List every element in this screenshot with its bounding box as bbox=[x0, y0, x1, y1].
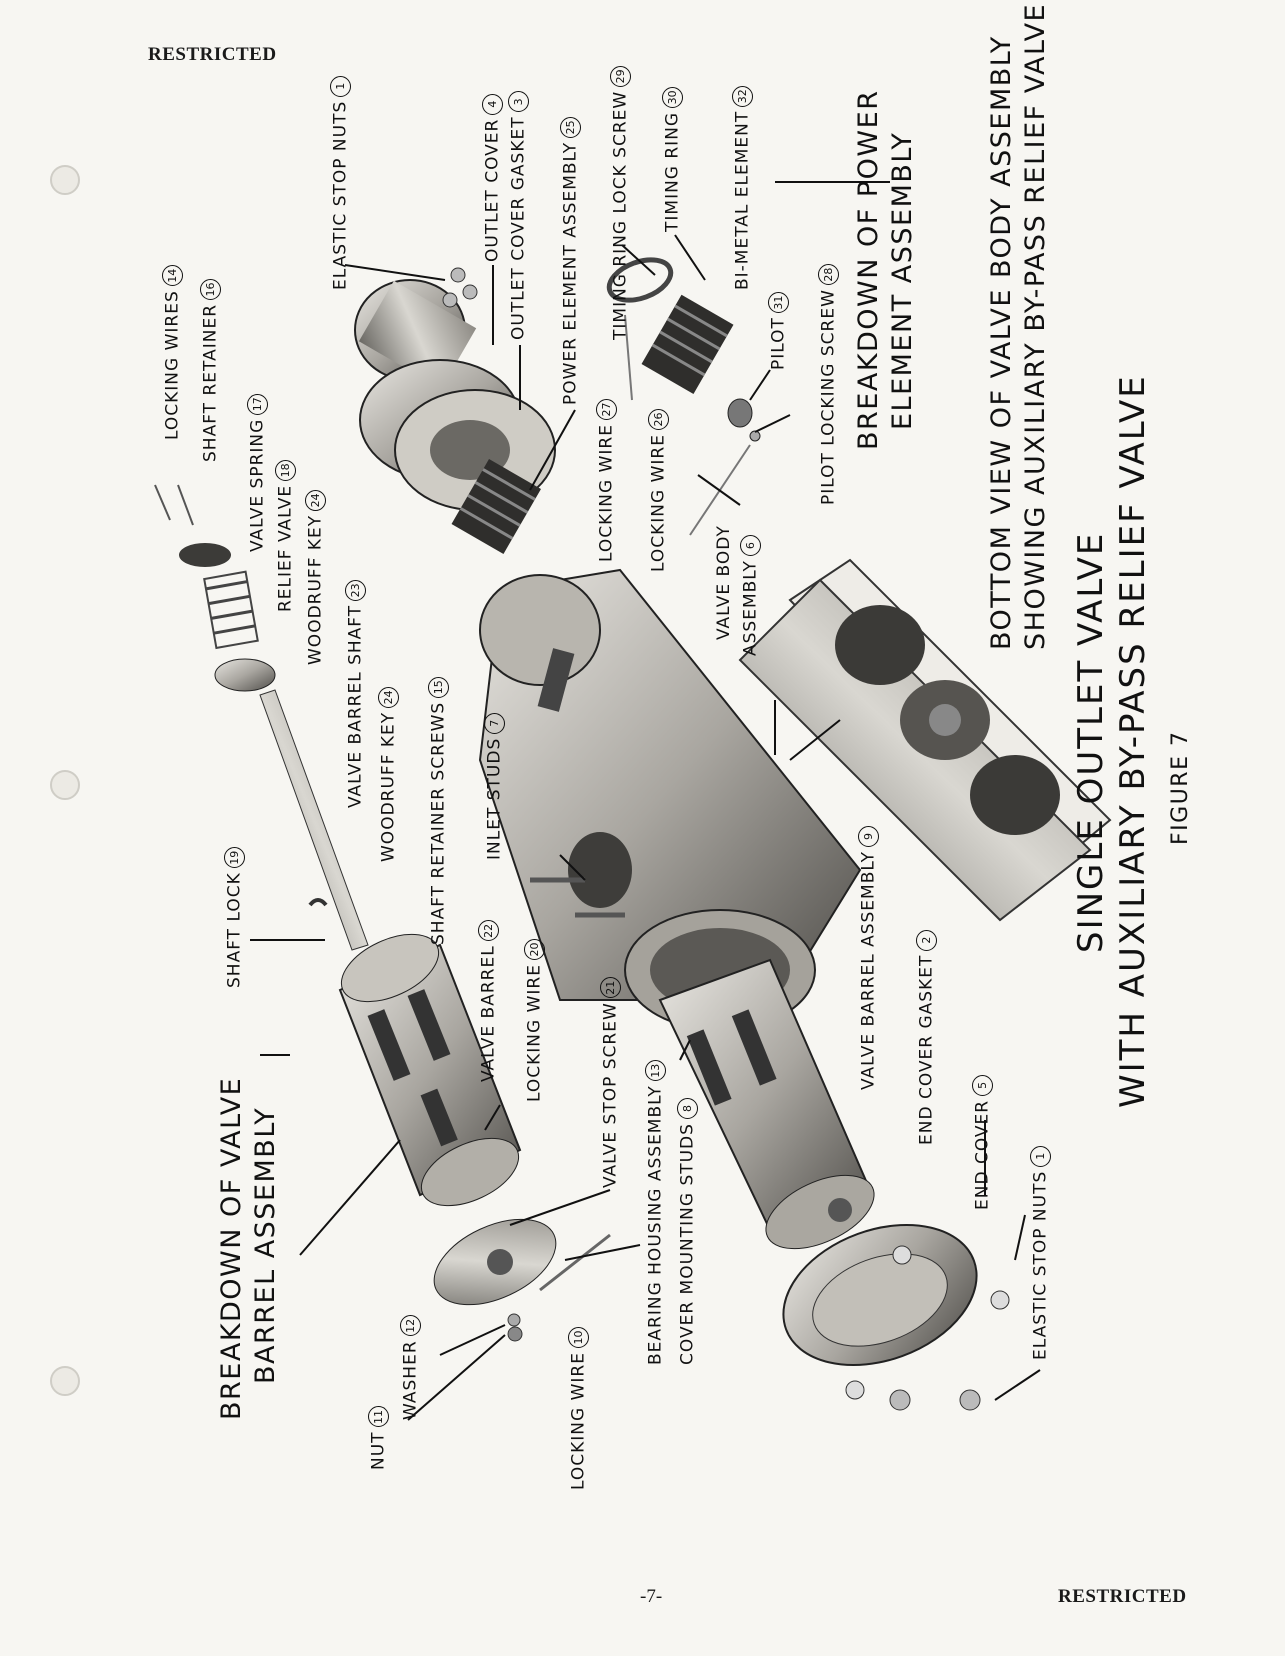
valve-barrel-right bbox=[658, 958, 875, 1250]
label-shaft-retainer-screws: SHAFT RETAINER SCREWS15 bbox=[428, 676, 449, 945]
label-bearing-housing-assembly: BEARING HOUSING ASSEMBLY13 bbox=[645, 1060, 666, 1365]
label-end-cover: END COVER5 bbox=[972, 1074, 993, 1210]
valve-barrel-left bbox=[338, 933, 611, 1342]
bottom-view-heading: BOTTOM VIEW OF VALVE BODY ASSEMBLY SHOWI… bbox=[986, 2, 1051, 650]
label-nut: NUT11 bbox=[368, 1406, 389, 1470]
binder-hole bbox=[50, 770, 80, 800]
header-classification: RESTRICTED bbox=[148, 44, 277, 65]
label-outlet-cover-gasket: OUTLET COVER GASKET3 bbox=[508, 91, 529, 340]
callout-number: 21 bbox=[600, 977, 621, 999]
callout-number: 7 bbox=[484, 712, 505, 734]
end-cover bbox=[782, 1223, 1010, 1411]
callout-number: 3 bbox=[508, 91, 529, 113]
figure-caption: FIGURE 7 bbox=[1168, 730, 1193, 845]
label-elastic-stop-nuts-top: ELASTIC STOP NUTS1 bbox=[330, 75, 351, 290]
callout-number: 28 bbox=[818, 264, 839, 286]
callout-number: 32 bbox=[732, 85, 753, 107]
label-locking-wire-27: LOCKING WIRE27 bbox=[596, 399, 617, 562]
callout-number: 6 bbox=[740, 535, 761, 557]
label-cover-mounting-studs: COVER MOUNTING STUDS8 bbox=[677, 1098, 698, 1365]
callout-number: 14 bbox=[162, 265, 183, 287]
bottom-plate bbox=[738, 558, 1112, 922]
callout-number: 27 bbox=[596, 399, 617, 421]
callout-number: 4 bbox=[482, 93, 503, 115]
outlet-cover-assembly bbox=[354, 267, 556, 554]
callout-number: 22 bbox=[478, 920, 499, 942]
label-end-cover-gasket: END COVER GASKET2 bbox=[916, 929, 937, 1145]
binder-hole bbox=[50, 1366, 80, 1396]
label-valve-spring: VALVE SPRING17 bbox=[247, 393, 268, 552]
callout-number: 8 bbox=[677, 1098, 698, 1120]
label-woodruff-key-top: WOODRUFF KEY24 bbox=[305, 489, 326, 665]
label-inlet-studs: INLET STUDS7 bbox=[484, 712, 505, 860]
label-woodruff-key-bottom: WOODRUFF KEY24 bbox=[378, 686, 399, 862]
main-title: SINGLE OUTLET VALVE WITH AUXILIARY BY-PA… bbox=[1071, 374, 1153, 1108]
callout-number: 18 bbox=[275, 459, 296, 481]
label-locking-wire-20: LOCKING WIRE20 bbox=[524, 939, 545, 1102]
label-elastic-stop-nuts-bottom: ELASTIC STOP NUTS1 bbox=[1030, 1145, 1051, 1360]
callout-number: 23 bbox=[345, 579, 366, 601]
callout-number: 24 bbox=[305, 489, 326, 511]
callout-number: 9 bbox=[858, 826, 879, 848]
page-number: -7- bbox=[640, 1586, 663, 1607]
callout-number: 29 bbox=[610, 65, 631, 87]
callout-number: 12 bbox=[400, 1315, 421, 1337]
label-timing-ring: TIMING RING30 bbox=[662, 86, 683, 232]
callout-number: 20 bbox=[524, 939, 545, 961]
label-valve-body: VALVE BODY bbox=[714, 525, 734, 640]
leader-arrows bbox=[250, 181, 1041, 1421]
label-pilot: PILOT31 bbox=[768, 292, 789, 370]
callout-number: 2 bbox=[916, 929, 937, 951]
label-outlet-cover: OUTLET COVER4 bbox=[482, 93, 503, 262]
callout-number: 17 bbox=[247, 393, 268, 415]
label-bi-metal-element: BI-METAL ELEMENT32 bbox=[732, 85, 753, 290]
callout-number: 26 bbox=[648, 409, 669, 431]
label-valve-barrel-shaft: VALVE BARREL SHAFT23 bbox=[345, 579, 366, 808]
label-valve-body-assembly: ASSEMBLY6 bbox=[740, 535, 761, 656]
relief-valve-parts bbox=[154, 484, 369, 951]
label-valve-barrel: VALVE BARREL22 bbox=[478, 920, 499, 1082]
label-timing-ring-lock-screw: TIMING RING LOCK SCREW29 bbox=[610, 65, 631, 340]
callout-number: 16 bbox=[200, 278, 221, 300]
callout-number: 25 bbox=[560, 116, 581, 138]
label-pilot-locking-screw: PILOT LOCKING SCREW28 bbox=[818, 264, 839, 505]
power-element-heading: BREAKDOWN OF POWER ELEMENT ASSEMBLY bbox=[853, 89, 918, 450]
callout-number: 30 bbox=[662, 86, 683, 108]
callout-number: 15 bbox=[428, 676, 449, 698]
label-valve-stop-screw: VALVE STOP SCREW21 bbox=[600, 977, 621, 1188]
label-locking-wires: LOCKING WIRES14 bbox=[162, 265, 183, 440]
label-valve-barrel-assembly: VALVE BARREL ASSEMBLY9 bbox=[858, 826, 879, 1090]
label-relief-valve: RELIEF VALVE18 bbox=[275, 459, 296, 612]
binder-hole bbox=[50, 165, 80, 195]
label-locking-wire-10: LOCKING WIRE10 bbox=[568, 1327, 589, 1490]
label-shaft-lock: SHAFT LOCK19 bbox=[224, 847, 245, 988]
valve-barrel-heading: BREAKDOWN OF VALVE BARREL ASSEMBLY bbox=[216, 1076, 281, 1420]
callout-number: 11 bbox=[368, 1406, 389, 1428]
callout-number: 24 bbox=[378, 686, 399, 708]
label-power-element-assembly: POWER ELEMENT ASSEMBLY25 bbox=[560, 116, 581, 405]
callout-number: 31 bbox=[768, 292, 789, 314]
callout-number: 1 bbox=[1030, 1145, 1051, 1167]
callout-number: 13 bbox=[645, 1060, 666, 1082]
footer-classification: RESTRICTED bbox=[1058, 1586, 1187, 1607]
callout-number: 19 bbox=[224, 847, 245, 869]
label-washer: WASHER12 bbox=[400, 1315, 421, 1420]
label-shaft-retainer: SHAFT RETAINER16 bbox=[200, 278, 221, 462]
label-locking-wire-26: LOCKING WIRE26 bbox=[648, 409, 669, 572]
callout-number: 10 bbox=[568, 1327, 589, 1349]
callout-number: 5 bbox=[972, 1074, 993, 1096]
callout-number: 1 bbox=[330, 75, 351, 97]
